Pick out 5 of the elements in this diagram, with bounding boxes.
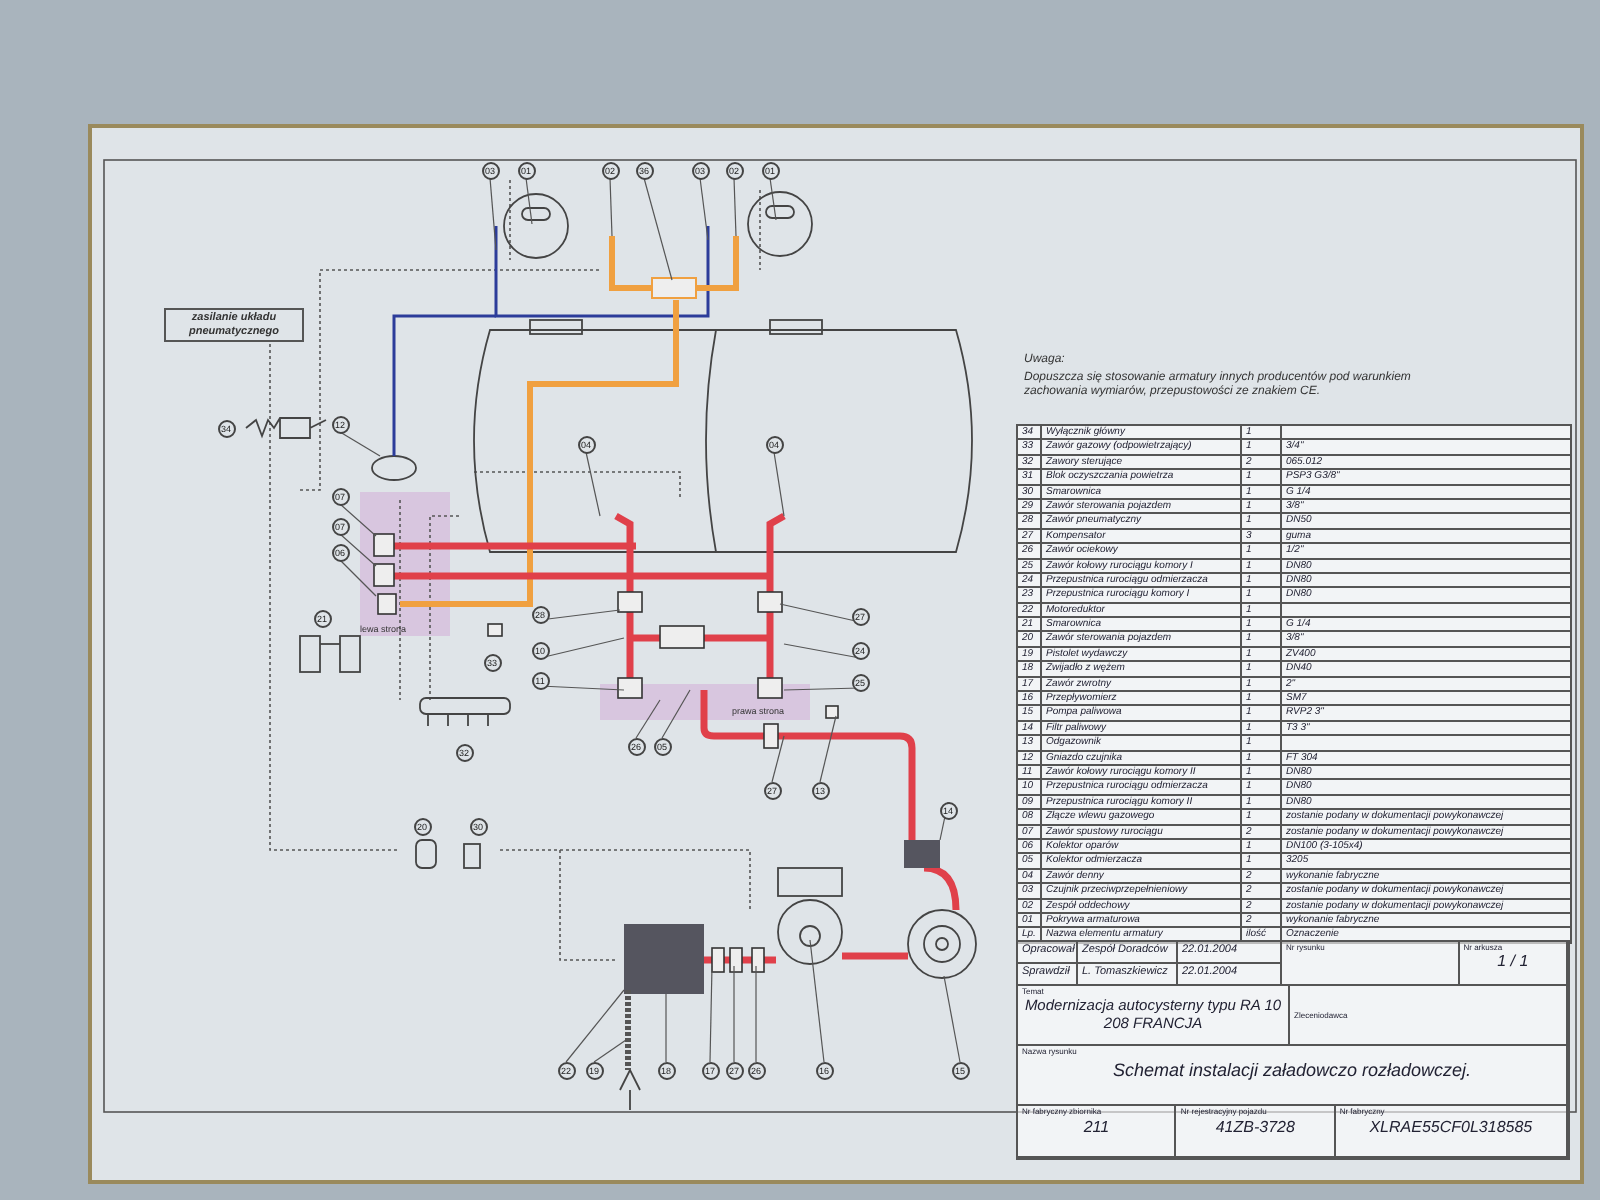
table-cell-text: 211 (1081, 1116, 1112, 1140)
table-cell-text: 41ZB-3728 (1213, 1116, 1297, 1140)
drawing-title: Schemat instalacji załadowczo rozładowczej. (1110, 1058, 1474, 1084)
table-cell-text: 1 / 1 (1495, 952, 1531, 972)
table-cell-text: XLRAE55CF0L318585 (1367, 1116, 1535, 1140)
